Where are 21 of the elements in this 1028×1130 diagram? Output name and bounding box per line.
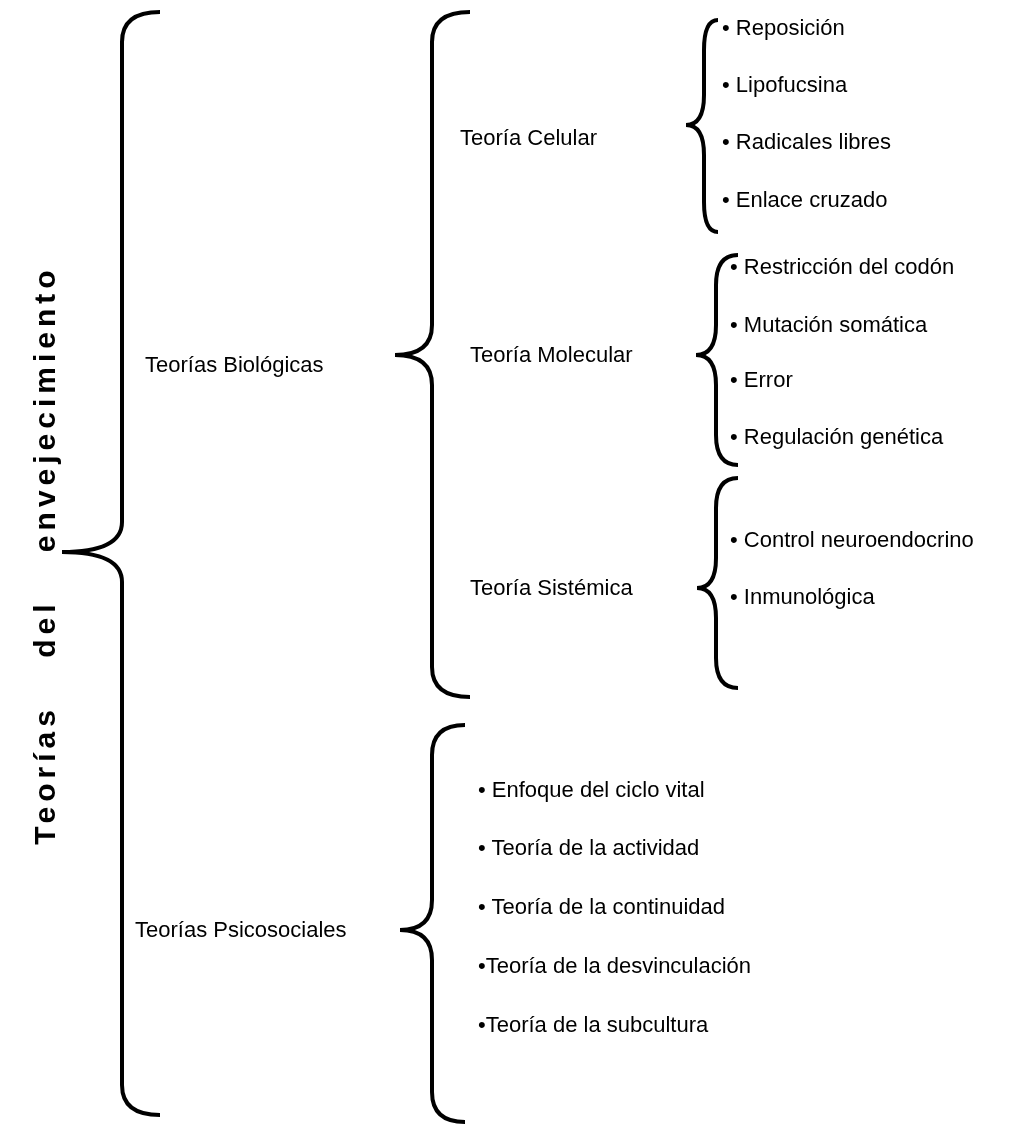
- theory-label: • Enfoque del ciclo vital: [478, 776, 705, 804]
- theory-label: Teorías Psicosociales: [135, 916, 347, 944]
- theory-label: • Enlace cruzado: [722, 186, 888, 214]
- theory-label: • Control neuroendocrino: [730, 526, 974, 554]
- theory-label: • Inmunológica: [730, 583, 875, 611]
- theory-label: • Regulación genética: [730, 423, 944, 451]
- main-heading: Teorías del envejecimiento: [27, 265, 62, 845]
- theory-label: Teoría Celular: [460, 124, 597, 152]
- theory-label: Teoría Sistémica: [470, 574, 633, 602]
- theory-label: Teorías Biológicas: [145, 351, 324, 379]
- theory-label: • Reposición: [722, 14, 845, 42]
- theory-label: • Lipofucsina: [722, 71, 848, 99]
- theory-label: • Radicales libres: [722, 128, 892, 156]
- theory-label: • Teoría de la actividad: [478, 834, 700, 862]
- theory-label: •Teoría de la desvinculación: [478, 952, 752, 980]
- theory-label: • Error: [730, 366, 793, 394]
- theory-label: • Restricción del codón: [730, 253, 955, 281]
- theory-label: Teoría Molecular: [470, 341, 633, 369]
- theory-label: •Teoría de la subcultura: [478, 1011, 709, 1039]
- theory-label: • Teoría de la continuidad: [478, 893, 726, 921]
- theory-label: • Mutación somática: [730, 311, 928, 339]
